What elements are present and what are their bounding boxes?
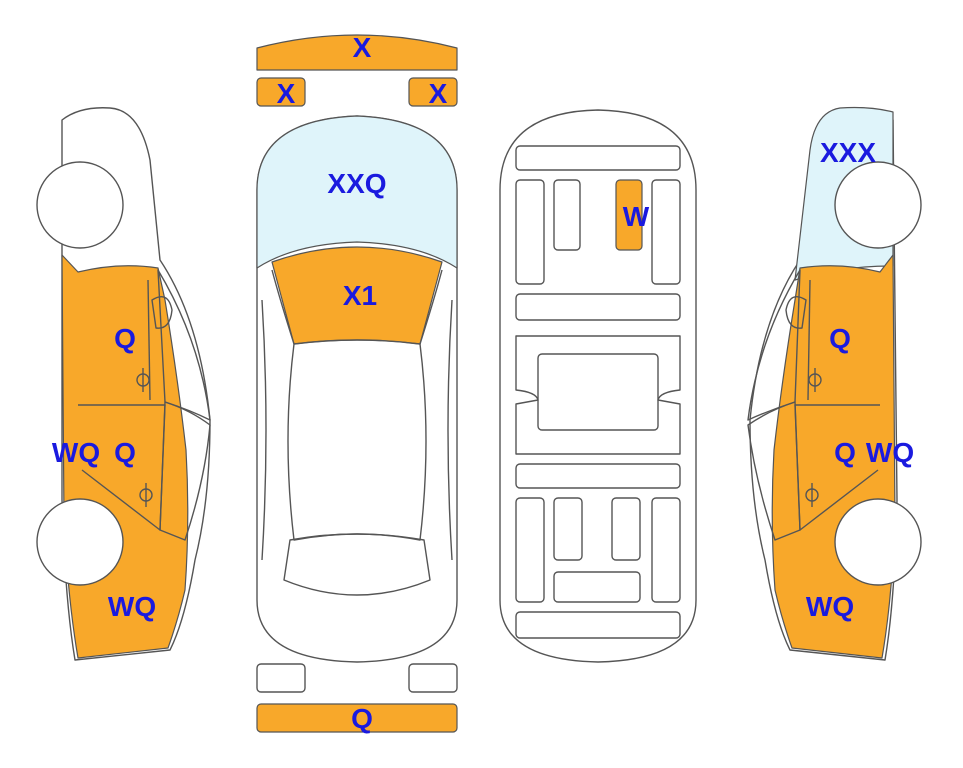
roof[interactable] — [287, 339, 427, 541]
right-rear-window[interactable] — [747, 401, 801, 541]
left-front-door-code: Q — [114, 323, 136, 354]
left-side-view: Q Q WQ WQ — [36, 107, 211, 661]
underbody-front-bar[interactable] — [515, 145, 681, 171]
right-rear-quarter-code: WQ — [806, 591, 854, 622]
underbody-center-plate[interactable] — [537, 353, 659, 431]
right-side-view: XXX Q Q WQ WQ — [747, 106, 922, 661]
left-front-wheel[interactable] — [36, 161, 124, 249]
hood-code: X1 — [343, 280, 377, 311]
rear-window[interactable] — [283, 533, 431, 596]
top-left-pillar — [271, 269, 295, 345]
right-front-door-code: Q — [829, 323, 851, 354]
right-rear-wheel[interactable] — [834, 498, 922, 586]
left-door-split — [78, 404, 166, 531]
underbody-right-rail[interactable] — [651, 179, 681, 285]
left-rear-wheel[interactable] — [36, 498, 124, 586]
underbody-rear-left-rail[interactable] — [515, 497, 545, 603]
rear-left-corner[interactable] — [256, 663, 306, 693]
front-left-corner-code: X — [277, 78, 296, 109]
left-rocker-code: WQ — [52, 437, 100, 468]
underbody-tunnel-frame[interactable] — [515, 335, 681, 455]
underbody-part-code: W — [623, 201, 650, 232]
right-mirror[interactable] — [785, 296, 807, 329]
underbody-rear-right-box[interactable] — [611, 497, 641, 561]
right-door-split — [794, 404, 880, 531]
front-right-corner-code: X — [429, 78, 448, 109]
top-left-side-line — [261, 299, 267, 561]
right-rocker-code: WQ — [866, 437, 914, 468]
rear-bumper-code: Q — [351, 703, 373, 734]
front-bumper[interactable] — [256, 34, 458, 71]
underbody-rear-crossmember[interactable] — [515, 611, 681, 639]
rear-bumper[interactable] — [256, 703, 458, 733]
underbody-damaged-part[interactable] — [615, 179, 643, 251]
left-rear-quarter-code: WQ — [108, 591, 156, 622]
underbody-view: W — [499, 109, 697, 663]
left-rear-window[interactable] — [159, 401, 211, 541]
front-left-corner[interactable] — [256, 77, 306, 107]
front-right-corner[interactable] — [408, 77, 458, 107]
underbody-tank[interactable] — [553, 571, 641, 603]
underbody-crossmember[interactable] — [515, 293, 681, 321]
right-front-wheel[interactable] — [834, 161, 922, 249]
underbody-left-box[interactable] — [553, 179, 581, 251]
underbody-left-rail[interactable] — [515, 179, 545, 285]
right-rear-door-code: Q — [834, 437, 856, 468]
underbody-rear-bar[interactable] — [515, 463, 681, 489]
underbody-rear-right-rail[interactable] — [651, 497, 681, 603]
underbody-outline[interactable] — [499, 109, 697, 663]
top-right-side-line — [447, 299, 453, 561]
right-glass-code: XXX — [820, 137, 876, 168]
left-mirror[interactable] — [151, 296, 173, 329]
left-rear-door-code: Q — [114, 437, 136, 468]
windshield[interactable] — [256, 115, 458, 269]
rear-right-corner[interactable] — [408, 663, 458, 693]
left-body-outline[interactable] — [61, 107, 211, 661]
underbody-rear-left-box[interactable] — [553, 497, 583, 561]
top-view: X X X XXQ X1 Q — [256, 32, 458, 734]
top-right-pillar — [419, 269, 443, 345]
windshield-code: XXQ — [327, 168, 386, 199]
front-bumper-code: X — [353, 32, 372, 63]
